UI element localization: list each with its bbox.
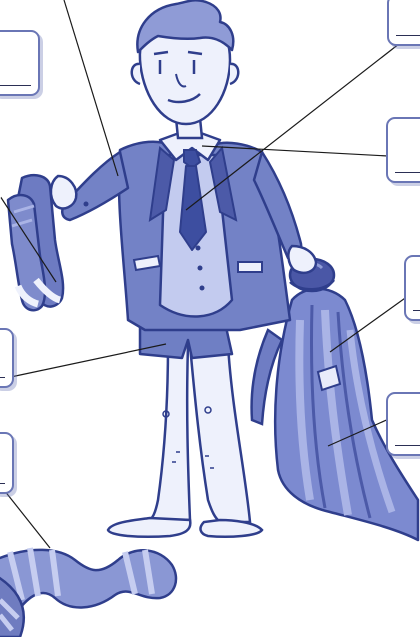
label-box-shirt[interactable] [386, 117, 420, 183]
label-blank[interactable] [413, 310, 420, 311]
label-blank[interactable] [395, 172, 420, 173]
label-blank[interactable] [395, 445, 420, 446]
pointer-line-underwear [6, 344, 166, 378]
label-box-coat-sleeve[interactable] [404, 255, 420, 321]
pointer-line-jacket [64, 0, 118, 176]
scarf [0, 548, 176, 637]
pointer-line-scarf [4, 490, 50, 548]
label-blank[interactable] [396, 35, 420, 36]
label-box-underwear[interactable] [0, 328, 14, 388]
label-blank[interactable] [0, 483, 5, 484]
label-box-jacket[interactable] [0, 30, 40, 96]
label-box-coat[interactable] [386, 392, 420, 456]
label-box-scarf[interactable] [0, 432, 14, 494]
label-box-socks [0, 150, 2, 200]
label-blank[interactable] [0, 377, 5, 378]
label-blank[interactable] [0, 85, 31, 86]
label-box-tie[interactable] [387, 0, 420, 46]
